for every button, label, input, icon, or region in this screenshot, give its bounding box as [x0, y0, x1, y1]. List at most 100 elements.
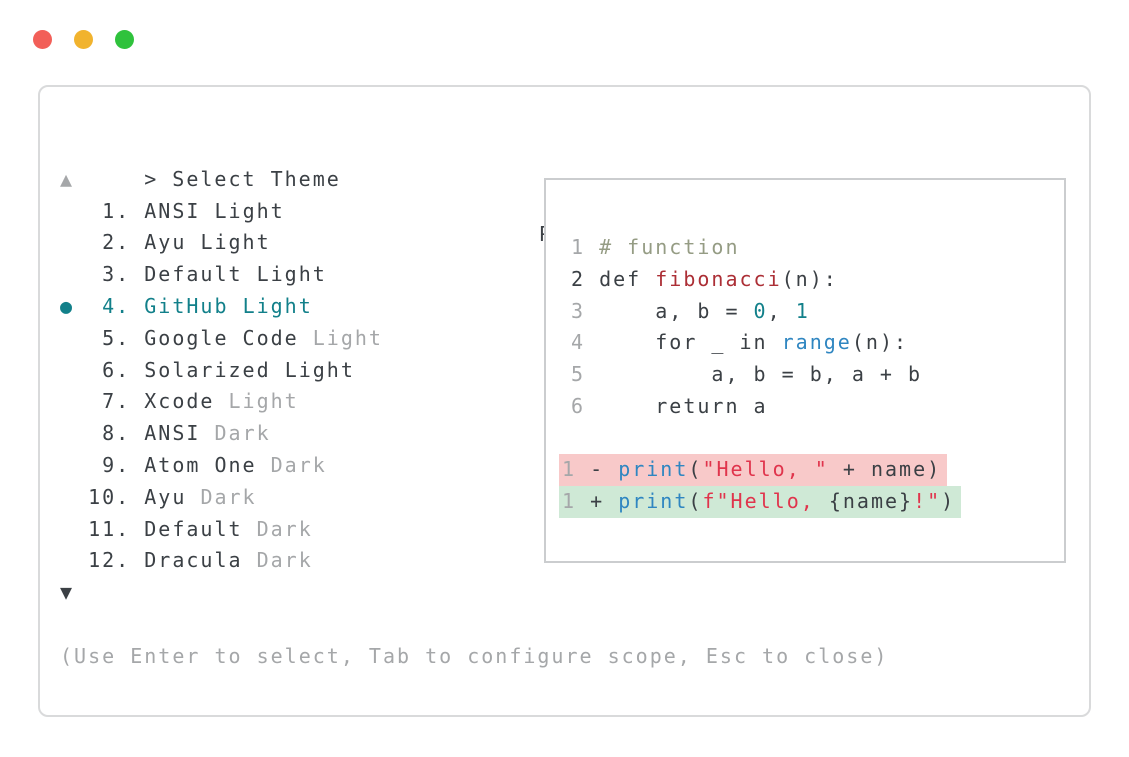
bullet-space	[60, 517, 88, 541]
theme-item-default-dark[interactable]: 11. Default Dark	[60, 514, 888, 546]
bullet-space	[60, 199, 88, 223]
code-line: 4 for _ in range(n):	[571, 327, 961, 359]
bullet-space	[60, 548, 88, 572]
theme-item-default-light[interactable]: 3. Default Light	[60, 259, 888, 291]
theme-name: ANSI	[144, 421, 215, 446]
theme-number: 3.	[88, 262, 145, 287]
theme-variant: Light	[200, 230, 271, 255]
window-controls	[33, 30, 134, 49]
page-title: Select Theme	[172, 166, 341, 191]
theme-name: Default	[144, 516, 257, 541]
code-token: def	[599, 266, 656, 291]
code-token: fibonacci	[655, 266, 782, 291]
zoom-button[interactable]	[115, 30, 134, 49]
bullet-space	[60, 358, 88, 382]
code-token: 0	[753, 298, 768, 323]
theme-number: 7.	[88, 389, 145, 414]
theme-variant: Light	[312, 325, 383, 350]
code-token: (	[688, 489, 703, 513]
theme-item-ansi-dark[interactable]: 8. ANSI Dark	[60, 418, 888, 450]
theme-item-xcode-light[interactable]: 7. Xcode Light	[60, 386, 888, 418]
close-button[interactable]	[33, 30, 52, 49]
bullet-space	[60, 421, 88, 445]
code-token: 4	[571, 330, 600, 355]
code-token: a, b = b, a + b	[599, 362, 923, 386]
code-token: ,	[767, 298, 796, 323]
code-token: "Hello, "	[702, 457, 829, 482]
theme-number: 5.	[88, 325, 145, 350]
theme-item-ayu-dark[interactable]: 10. Ayu Dark	[60, 482, 888, 514]
code-token: (	[688, 457, 703, 482]
code-token: a, b =	[599, 298, 754, 323]
theme-item-atom-one-dark[interactable]: 9. Atom One Dark	[60, 450, 888, 482]
code-line: 5 a, b = b, a + b	[571, 359, 961, 391]
theme-item-dracula-dark[interactable]: 12. Dracula Dark	[60, 545, 888, 577]
bullet-space	[60, 389, 88, 413]
theme-variant: Light	[256, 262, 327, 287]
theme-selector: > Select Theme ▲ 1. ANSI Light 2. Ayu Lig…	[60, 132, 888, 673]
code-line	[571, 423, 961, 455]
theme-item-github-light[interactable]: ● 4. GitHub Light	[60, 291, 888, 323]
theme-variant: Dark	[256, 516, 313, 541]
code-token: 1	[571, 235, 600, 259]
code-line: 1 # function	[571, 232, 961, 264]
diff-highlight-del: 1 - print("Hello, " + name)	[559, 454, 948, 486]
code-token: 3	[571, 298, 600, 323]
theme-item-google-code-light[interactable]: 5. Google Code Light	[60, 323, 888, 355]
bullet-space	[60, 485, 88, 509]
code-token: +	[590, 489, 619, 513]
theme-number: 9.	[88, 452, 145, 477]
theme-item-solarized-light[interactable]: 6. Solarized Light	[60, 355, 888, 387]
theme-name: Google Code	[144, 325, 313, 350]
code-token: )	[941, 489, 956, 513]
theme-item-ansi-light[interactable]: 1. ANSI Light	[60, 196, 888, 228]
theme-variant: Light	[214, 198, 285, 223]
theme-variant: Light	[228, 389, 299, 414]
theme-name: Solarized	[144, 357, 285, 382]
theme-name: Xcode	[144, 389, 229, 414]
theme-number: 11.	[88, 516, 145, 541]
selected-bullet-icon: ●	[60, 293, 89, 318]
bullet-space	[60, 262, 88, 286]
theme-item-ayu-light[interactable]: 2. Ayu Light	[60, 227, 888, 259]
code-token: # function	[599, 235, 740, 259]
theme-variant: Dark	[270, 452, 327, 477]
diff-line-del: 1 - print("Hello, " + name)	[559, 454, 961, 486]
theme-variant: Light	[284, 357, 355, 382]
code-token: 5	[571, 362, 600, 386]
theme-list: 1. ANSI Light 2. Ayu Light 3. Default Li…	[60, 196, 888, 578]
diff-line-add: 1 + print(f"Hello, {name}!")	[559, 486, 962, 518]
code-token: 1	[795, 298, 810, 323]
theme-number: 4.	[88, 293, 145, 318]
theme-variant: Dark	[214, 421, 271, 446]
code-token: return a	[599, 393, 768, 418]
minimize-button[interactable]	[74, 30, 93, 49]
theme-name: Ayu	[144, 230, 201, 255]
scroll-down-icon[interactable]: ▼	[60, 580, 75, 605]
keyboard-hint: (Use Enter to select, Tab to configure s…	[60, 643, 889, 668]
code-line: 6 return a	[571, 391, 961, 423]
prompt-marker: >	[144, 166, 159, 191]
code-token: {name}	[828, 489, 914, 513]
code-token: !"	[913, 489, 942, 513]
theme-number: 12.	[88, 548, 145, 573]
code-token: 1	[562, 457, 591, 482]
theme-number: 10.	[88, 484, 145, 509]
code-token: print	[618, 457, 689, 482]
theme-number: 2.	[88, 230, 145, 255]
diff-highlight-add: 1 + print(f"Hello, {name}!")	[559, 486, 962, 518]
theme-name: Ayu	[144, 484, 201, 509]
theme-name: Default	[144, 262, 257, 287]
code-line: 3 a, b = 0, 1	[571, 296, 961, 328]
theme-number: 1.	[88, 198, 145, 223]
code-token: 6	[571, 393, 600, 418]
code-token: -	[590, 457, 619, 482]
code-token: range	[781, 330, 852, 355]
scroll-up-icon[interactable]: ▲	[60, 166, 75, 191]
code-token: (n):	[781, 266, 838, 291]
code-token: + name)	[828, 457, 942, 482]
spacer-row	[60, 609, 888, 641]
select-theme-prompt: > Select Theme	[60, 132, 888, 191]
